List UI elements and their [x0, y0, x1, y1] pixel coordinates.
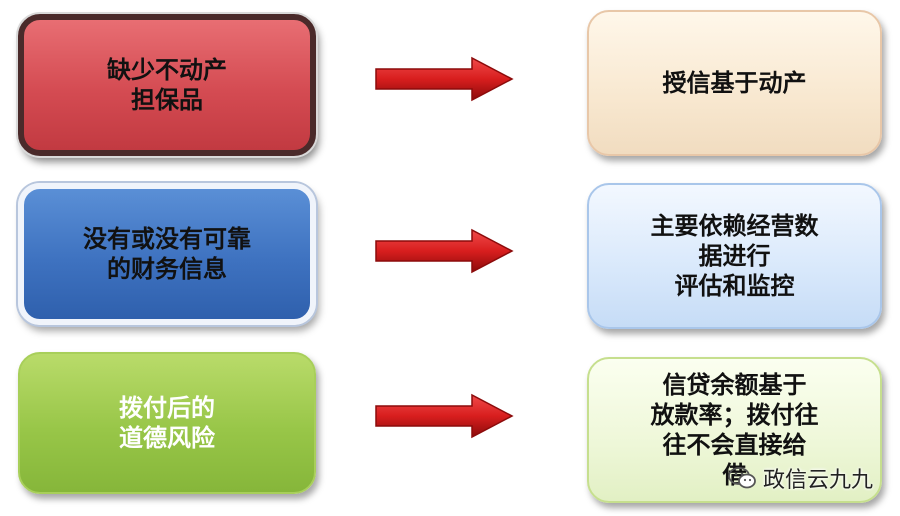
problem-box-collateral: 缺少不动产 担保品	[18, 14, 316, 156]
problem-box-financial-info: 没有或没有可靠 的财务信息	[18, 183, 316, 325]
right-arrow-icon	[375, 393, 514, 439]
solution-text-movable-assets: 授信基于动产	[662, 69, 807, 97]
problem-text-collateral: 缺少不动产 担保品	[107, 56, 227, 114]
solution-box-advance-rate: 信贷余额基于 放款率；拨付往 往不会直接给 借	[587, 357, 882, 503]
solution-box-movable-assets: 授信基于动产	[587, 10, 882, 156]
solution-text-advance-rate: 信贷余额基于 放款率；拨付往 往不会直接给 借	[650, 371, 819, 489]
solution-text-operating-data: 主要依赖经营数 据进行 评估和监控	[650, 212, 819, 300]
problem-box-moral-hazard: 拨付后的 道德风险	[18, 352, 316, 494]
wechat-icon	[728, 467, 756, 489]
watermark-text: 政信云九九	[763, 468, 874, 493]
right-arrow-icon	[375, 56, 514, 102]
right-arrow-icon	[375, 228, 514, 274]
problem-text-moral-hazard: 拨付后的 道德风险	[119, 394, 215, 452]
watermark: 政信云九九	[727, 462, 873, 494]
solution-box-operating-data: 主要依赖经营数 据进行 评估和监控	[587, 183, 882, 329]
problem-text-financial-info: 没有或没有可靠 的财务信息	[83, 225, 251, 283]
